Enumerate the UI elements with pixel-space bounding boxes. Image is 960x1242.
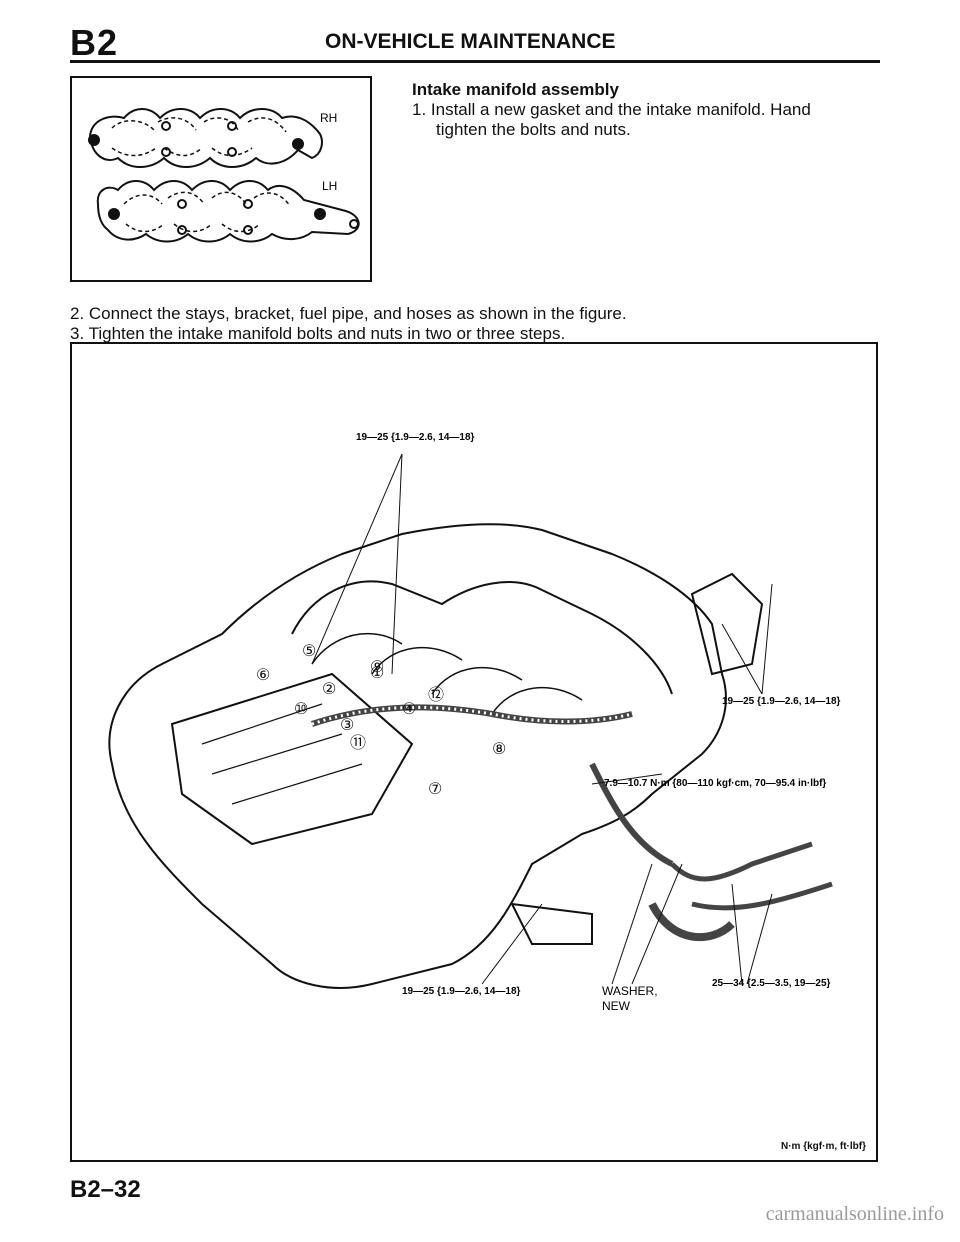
- header-divider: [70, 60, 880, 63]
- seq-marker-12: ⑫: [428, 686, 444, 704]
- rh-gasket: [88, 108, 323, 168]
- lh-gasket: [96, 180, 360, 243]
- steps-list: 2. Connect the stays, bracket, fuel pipe…: [70, 304, 890, 344]
- page-number: B2–32: [70, 1176, 141, 1203]
- torque-label-top: 19—25 {1.9—2.6, 14—18}: [356, 432, 475, 443]
- torque-label-bottom-right: 25—34 {2.5—3.5, 19—25}: [712, 978, 831, 989]
- washer-label-line1: WASHER,: [602, 984, 658, 998]
- gasket-figure: RH LH: [70, 76, 372, 282]
- watermark: carmanualsonline.info: [765, 1203, 944, 1225]
- step-1: 1. Install a new gasket and the intake m…: [412, 100, 811, 139]
- intake-manifold: [291, 580, 673, 695]
- rh-label: RH: [320, 111, 337, 125]
- pipe-assembly: [670, 841, 833, 911]
- seq-marker-11: ⑪: [350, 734, 366, 752]
- washer-label-line2: NEW: [602, 999, 631, 1013]
- engine-block: [108, 523, 727, 989]
- section-heading: Intake manifold assembly: [412, 80, 619, 99]
- seq-marker-4: ④: [402, 701, 416, 718]
- units-label: N·m {kgf·m, ft·lbf}: [781, 1141, 866, 1152]
- seq-marker-7: ⑦: [428, 781, 442, 798]
- step-3: 3. Tighten the intake manifold bolts and…: [70, 324, 566, 343]
- seq-marker-8: ⑧: [492, 741, 506, 758]
- bracket-bottom: [510, 902, 593, 945]
- section-code: B2: [70, 22, 119, 63]
- fuel-hose: [311, 704, 633, 727]
- torque-label-bottom: 19—25 {1.9—2.6, 14—18}: [402, 986, 521, 997]
- seq-marker-10: ⑩: [294, 701, 308, 718]
- torque-label-small: 7.9—10.7 N·m {80—110 kgf·cm, 70—95.4 in·…: [604, 778, 826, 789]
- lh-label: LH: [322, 179, 337, 193]
- bracket-right: [690, 572, 764, 676]
- seq-marker-9: ⑨: [370, 659, 384, 676]
- page-title: ON-VEHICLE MAINTENANCE: [325, 30, 616, 53]
- intake-manifold-section: Intake manifold assembly 1. Install a ne…: [412, 80, 862, 140]
- valve-cover: [170, 672, 414, 846]
- torque-label-right: 19—25 {1.9—2.6, 14—18}: [722, 696, 841, 707]
- step-2: 2. Connect the stays, bracket, fuel pipe…: [70, 304, 627, 323]
- seq-marker-3: ③: [340, 717, 354, 734]
- engine-figure: ① ② ③ ④ ⑤ ⑥ ⑦ ⑧ ⑨ ⑩ ⑪ ⑫ 19—25 {1.9—2.6, …: [70, 342, 878, 1162]
- seq-marker-6: ⑥: [256, 667, 270, 684]
- seq-marker-2: ②: [322, 681, 336, 698]
- seq-marker-5: ⑤: [302, 643, 316, 660]
- seq-marker-1: ①: [370, 665, 384, 682]
- gasket-illustration: RH LH: [88, 108, 360, 243]
- engine-illustration: ① ② ③ ④ ⑤ ⑥ ⑦ ⑧ ⑨ ⑩ ⑪ ⑫ 19—25 {1.9—2.6, …: [108, 432, 841, 1013]
